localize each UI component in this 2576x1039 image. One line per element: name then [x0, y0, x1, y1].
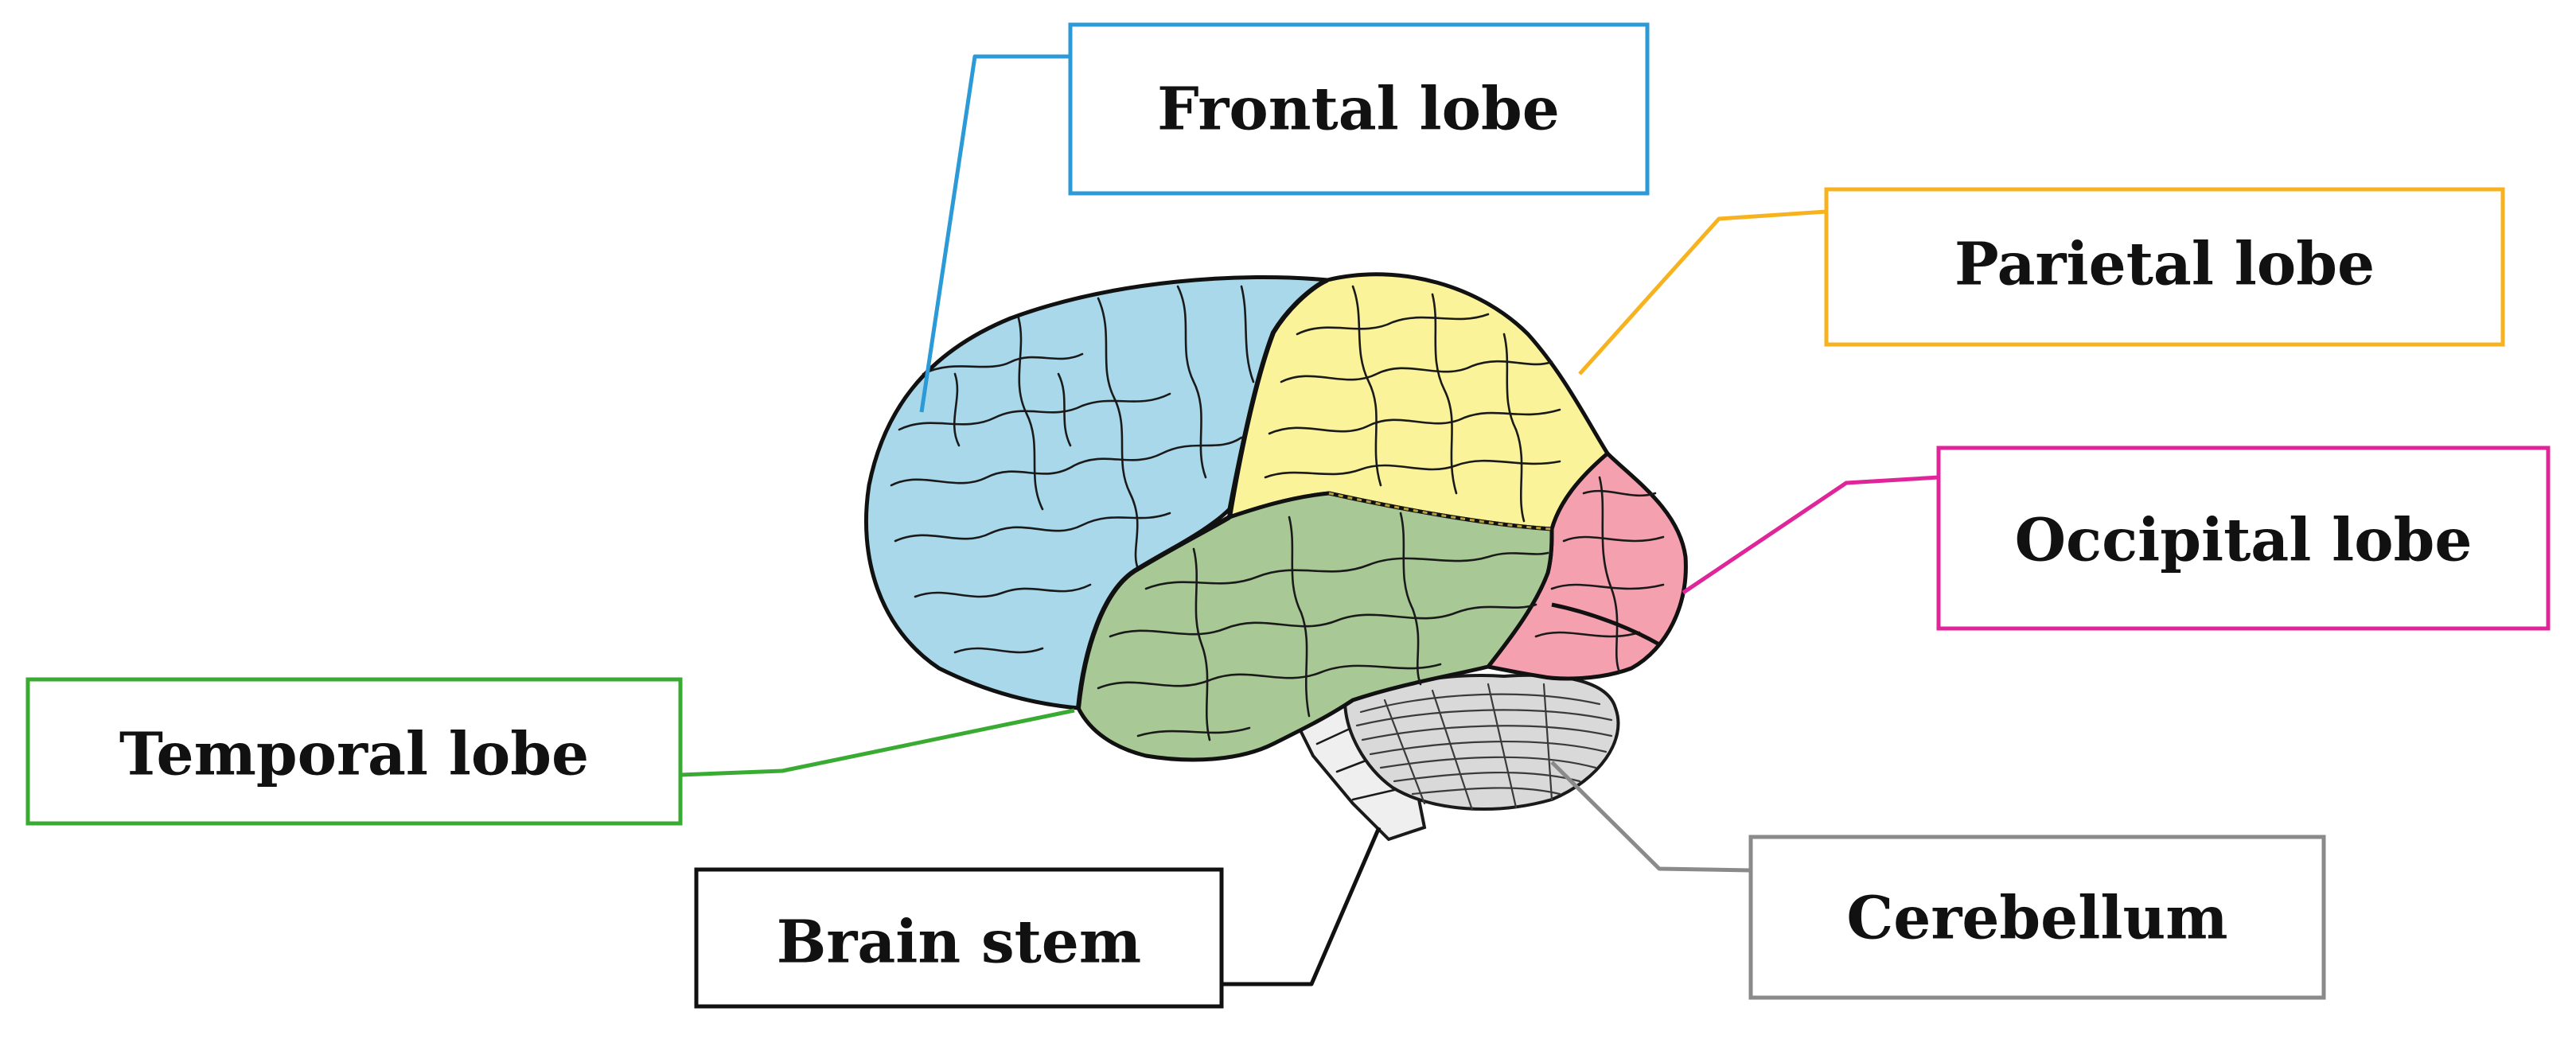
frontal-lobe-label: Frontal lobe [1068, 22, 1650, 196]
brainstem-leader-line [1222, 827, 1382, 986]
temporal-lobe-text: Temporal lobe [119, 721, 589, 789]
brain-stem-text: Brain stem [777, 909, 1141, 977]
cerebellum-text: Cerebellum [1846, 885, 2227, 953]
cerebellum-leader-line [1550, 761, 1752, 873]
brain-stem-label: Brain stem [694, 867, 1224, 1009]
cerebellum-folia [1355, 683, 1613, 811]
leader-lines [680, 54, 1939, 986]
occipital-gyri [1534, 476, 1665, 674]
parietal-gyri [1264, 285, 1561, 523]
cerebellum-label: Cerebellum [1748, 835, 2326, 1000]
parietal-leader-line [1578, 209, 1827, 376]
brain-illustration [863, 272, 1688, 842]
parietal-lobe-label: Parietal lobe [1824, 187, 2505, 347]
frontal-leader-line [919, 54, 1070, 413]
parietal-lobe-text: Parietal lobe [1954, 231, 2375, 299]
temporal-leader-line [680, 708, 1075, 777]
frontal-lobe-text: Frontal lobe [1157, 76, 1560, 144]
temporal-lobe-label: Temporal lobe [25, 677, 683, 826]
temporal-gyri [1097, 512, 1549, 741]
frontal-gyri [890, 285, 1255, 654]
occipital-leader-line [1682, 475, 1939, 595]
occipital-lobe-text: Occipital lobe [2015, 507, 2473, 575]
occipital-lobe-label: Occipital lobe [1936, 446, 2551, 631]
